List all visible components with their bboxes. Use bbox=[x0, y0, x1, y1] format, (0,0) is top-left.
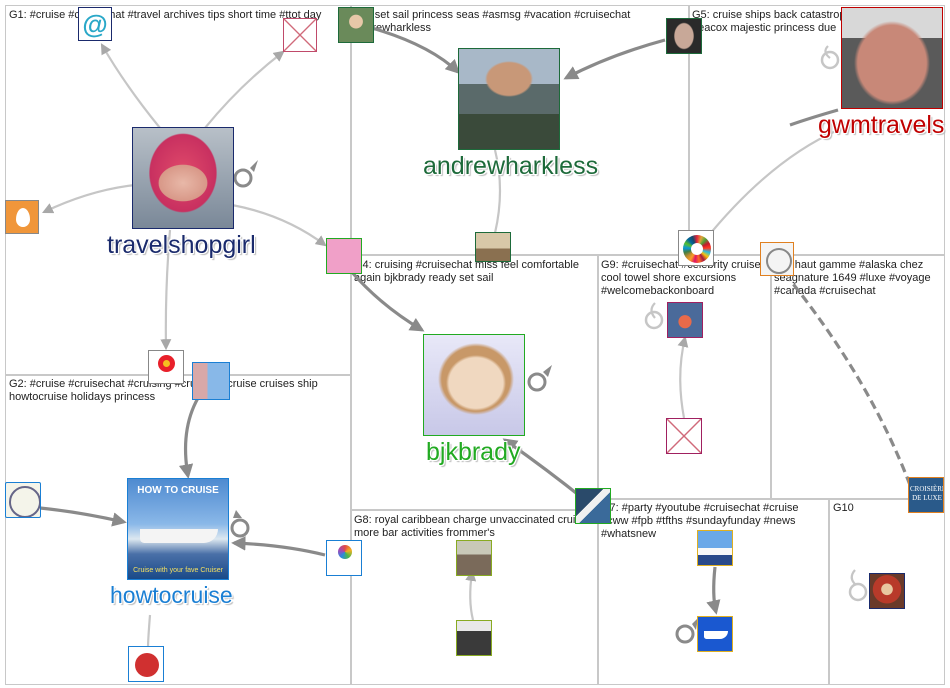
group-box-g10 bbox=[829, 499, 945, 685]
avatar-andrewharkless[interactable] bbox=[458, 48, 560, 150]
logo-dot bbox=[163, 360, 170, 367]
edge-g2r-to-howto bbox=[231, 536, 326, 557]
edge-g9-to-gwm bbox=[704, 128, 839, 241]
group-label-g2: G2: #cruise #cruisechat #cruising #cruis… bbox=[9, 378, 318, 403]
avatar-g9-swan[interactable] bbox=[667, 302, 703, 338]
avatar-tikka[interactable] bbox=[5, 482, 41, 518]
sdg-center bbox=[691, 243, 703, 255]
broken-image-g9-icon[interactable] bbox=[666, 418, 702, 454]
edge-g8-to-howto bbox=[146, 614, 152, 649]
croisiere-text: CROISIÈRE DE LUXE bbox=[910, 485, 944, 502]
egg-avatar-icon[interactable] bbox=[5, 200, 39, 234]
at-sign-icon[interactable]: @ bbox=[78, 7, 112, 41]
avatar-g7-ship-blue[interactable] bbox=[697, 616, 733, 652]
group-box-g4 bbox=[351, 255, 598, 510]
edge-g2logo-to-howto bbox=[178, 397, 200, 479]
group-label-g6: G6: haut gamme #alaska chez seagnature 1… bbox=[774, 259, 931, 297]
group-box-g3 bbox=[351, 5, 689, 255]
seal-circle bbox=[766, 248, 792, 274]
avatar-bjkbrady[interactable] bbox=[423, 334, 525, 436]
broken-image-icon[interactable] bbox=[283, 18, 317, 52]
avatar-g4-boat[interactable] bbox=[575, 488, 611, 524]
edge-g3-to-andrew bbox=[493, 149, 502, 234]
edge-travelshopgirl-to-g1b bbox=[204, 50, 285, 129]
group-label-g7: G7: #party #youtube #cruisechat #cruise … bbox=[601, 502, 799, 540]
edge-g10-self bbox=[850, 569, 857, 586]
self-loop-g10 bbox=[848, 582, 868, 602]
avatar-g8-person[interactable] bbox=[456, 540, 492, 576]
group-label-g10: G10 bbox=[833, 502, 854, 514]
group-label-g9: G9: #cruisechat #celebrity cruises cool … bbox=[601, 259, 767, 297]
sdg-wheel-icon[interactable] bbox=[678, 230, 714, 266]
tikka-badge bbox=[9, 486, 40, 517]
howtocruise-title: HOW TO CRUISE bbox=[137, 485, 219, 496]
edge-croisiere-to-g6 bbox=[788, 279, 912, 486]
edge-travelshopgirl-to-g4 bbox=[231, 203, 327, 247]
edge-travelshopgirl-to-g2logo bbox=[160, 229, 172, 351]
avatar-howtocruise[interactable]: HOW TO CRUISE Cruise with your fave Crui… bbox=[127, 478, 229, 580]
avatar-g3-woman2[interactable] bbox=[666, 18, 702, 54]
edge-g7a-to-g7b bbox=[706, 566, 721, 615]
group-box-g5 bbox=[689, 5, 945, 255]
edge-g3a-to-andrew bbox=[371, 26, 461, 74]
edge-travelshopgirl-to-g1a bbox=[100, 43, 161, 129]
avatar-g7-ship[interactable] bbox=[697, 530, 733, 566]
avatar-g4-pink[interactable] bbox=[326, 238, 362, 274]
edge-g9-self bbox=[650, 302, 656, 319]
avatar-g3-ruins[interactable] bbox=[475, 232, 511, 262]
avatar-gwmtravels[interactable] bbox=[841, 7, 943, 109]
avatar-g2-people[interactable] bbox=[192, 362, 230, 400]
ship-silhouette bbox=[704, 631, 728, 639]
avatar-g6-seal[interactable] bbox=[760, 242, 794, 276]
avatar-g3-woman[interactable] bbox=[338, 7, 374, 43]
group-box-g6 bbox=[771, 255, 945, 499]
cruise-logo-icon[interactable] bbox=[148, 350, 184, 384]
avatar-g2-logo[interactable] bbox=[326, 540, 362, 576]
avatar-g8-person2[interactable] bbox=[456, 620, 492, 656]
edge-tikka-to-howto bbox=[39, 506, 127, 527]
self-loop-bjkbrady bbox=[527, 372, 547, 392]
avatar-travelshopgirl[interactable] bbox=[132, 127, 234, 229]
bird-body bbox=[135, 653, 159, 677]
group-label-g4: G4: cruising #cruisechat miss feel comfo… bbox=[354, 259, 579, 284]
self-loop-howtocruise bbox=[230, 518, 250, 538]
self-loop-travelshopgirl bbox=[233, 168, 253, 188]
self-loop-g5 bbox=[820, 50, 840, 70]
edge-gwm-flow bbox=[789, 108, 839, 127]
label-howtocruise: howtocruise bbox=[110, 582, 233, 608]
edge-g3b-to-andrew bbox=[563, 38, 666, 80]
label-bjkbrady: bjkbrady bbox=[426, 438, 521, 466]
edge-g4-to-bjk bbox=[348, 268, 425, 332]
label-andrewharkless: andrewharkless bbox=[423, 152, 599, 180]
group-label-g8: G8: royal caribbean charge unvaccinated … bbox=[354, 514, 597, 539]
label-gwmtravels: gwmtravels bbox=[818, 111, 945, 139]
ship-shape bbox=[140, 529, 218, 543]
egg-shape bbox=[16, 208, 30, 227]
avatar-red-bird[interactable] bbox=[128, 646, 164, 682]
howtocruise-subtitle: Cruise with your fave Cruiser bbox=[133, 567, 223, 574]
avatar-g10-saint[interactable] bbox=[869, 573, 905, 609]
group-box-g8 bbox=[351, 510, 598, 685]
group-box-g7 bbox=[598, 499, 829, 685]
avatar-croisiere-de-luxe[interactable]: CROISIÈRE DE LUXE bbox=[908, 477, 944, 513]
flower-logo bbox=[338, 545, 352, 559]
self-loop-g9 bbox=[644, 310, 664, 330]
edge-g9b-to-g9a bbox=[677, 335, 689, 419]
self-loop-g7 bbox=[675, 624, 695, 644]
label-travelshopgirl: travelshopgirl bbox=[107, 231, 256, 259]
edge-travelshopgirl-to-egg bbox=[42, 183, 136, 214]
edge-g8b-to-g8a bbox=[465, 569, 477, 621]
